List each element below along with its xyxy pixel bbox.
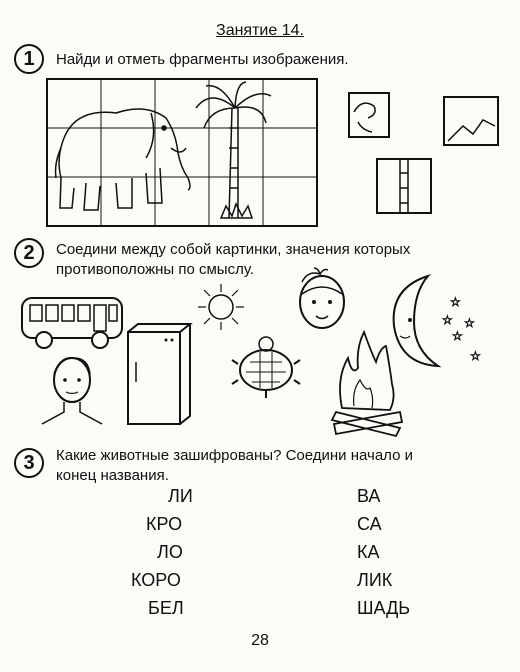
svg-text:☆: ☆ (450, 295, 461, 309)
moon-stars-picture[interactable]: ☆☆☆ ☆☆ (384, 272, 488, 372)
word-end-3[interactable]: КА (357, 542, 380, 562)
refrigerator-picture[interactable] (126, 322, 193, 426)
elephant-palm-grid (46, 78, 318, 227)
task-3-number: 3 (14, 448, 44, 478)
svg-text:☆: ☆ (452, 329, 463, 343)
svg-text:☆: ☆ (464, 316, 475, 330)
fragment-trunk (376, 158, 432, 214)
word-start-1[interactable]: ЛИ (168, 486, 193, 506)
sun-picture[interactable] (196, 282, 246, 332)
elephant-drawing (54, 108, 191, 211)
fragment-back (443, 96, 499, 146)
task-1-number: 1 (14, 44, 44, 74)
lesson-title: Занятие 14. (216, 22, 304, 39)
task-3-instruction-line2: конец названия. (56, 467, 169, 484)
word-end-5[interactable]: ШАДЬ (357, 598, 411, 618)
task-3-instruction-line1: Какие животные зашифрованы? Соедини нача… (56, 447, 413, 464)
page-number: 28 (251, 632, 269, 649)
svg-text:☆: ☆ (470, 349, 481, 363)
word-end-2[interactable]: СА (357, 514, 382, 534)
palm-tree-drawing (195, 81, 272, 219)
word-end-4[interactable]: ЛИК (357, 570, 393, 590)
word-end-1[interactable]: ВА (357, 486, 381, 506)
svg-text:☆: ☆ (442, 313, 453, 327)
turtle-picture[interactable] (230, 332, 302, 402)
bus-picture[interactable] (20, 296, 124, 352)
girl-face-picture[interactable] (292, 266, 352, 332)
man-face-picture[interactable] (40, 352, 104, 428)
word-start-4[interactable]: КОРО (131, 570, 181, 590)
word-start-2[interactable]: КРО (146, 514, 183, 534)
word-start-3[interactable]: ЛО (157, 542, 183, 562)
word-start-5[interactable]: БЕЛ (148, 598, 184, 618)
task-2-instruction-line2: противоположны по смыслу. (56, 261, 255, 278)
fragment-trunk-ear (348, 92, 390, 138)
task-2-instruction-line1: Соедини между собой картинки, значения к… (56, 241, 411, 258)
task-2-number: 2 (14, 238, 44, 268)
task-1-instruction: Найди и отметь фрагменты изображения. (56, 51, 349, 68)
campfire-picture[interactable] (330, 328, 404, 438)
